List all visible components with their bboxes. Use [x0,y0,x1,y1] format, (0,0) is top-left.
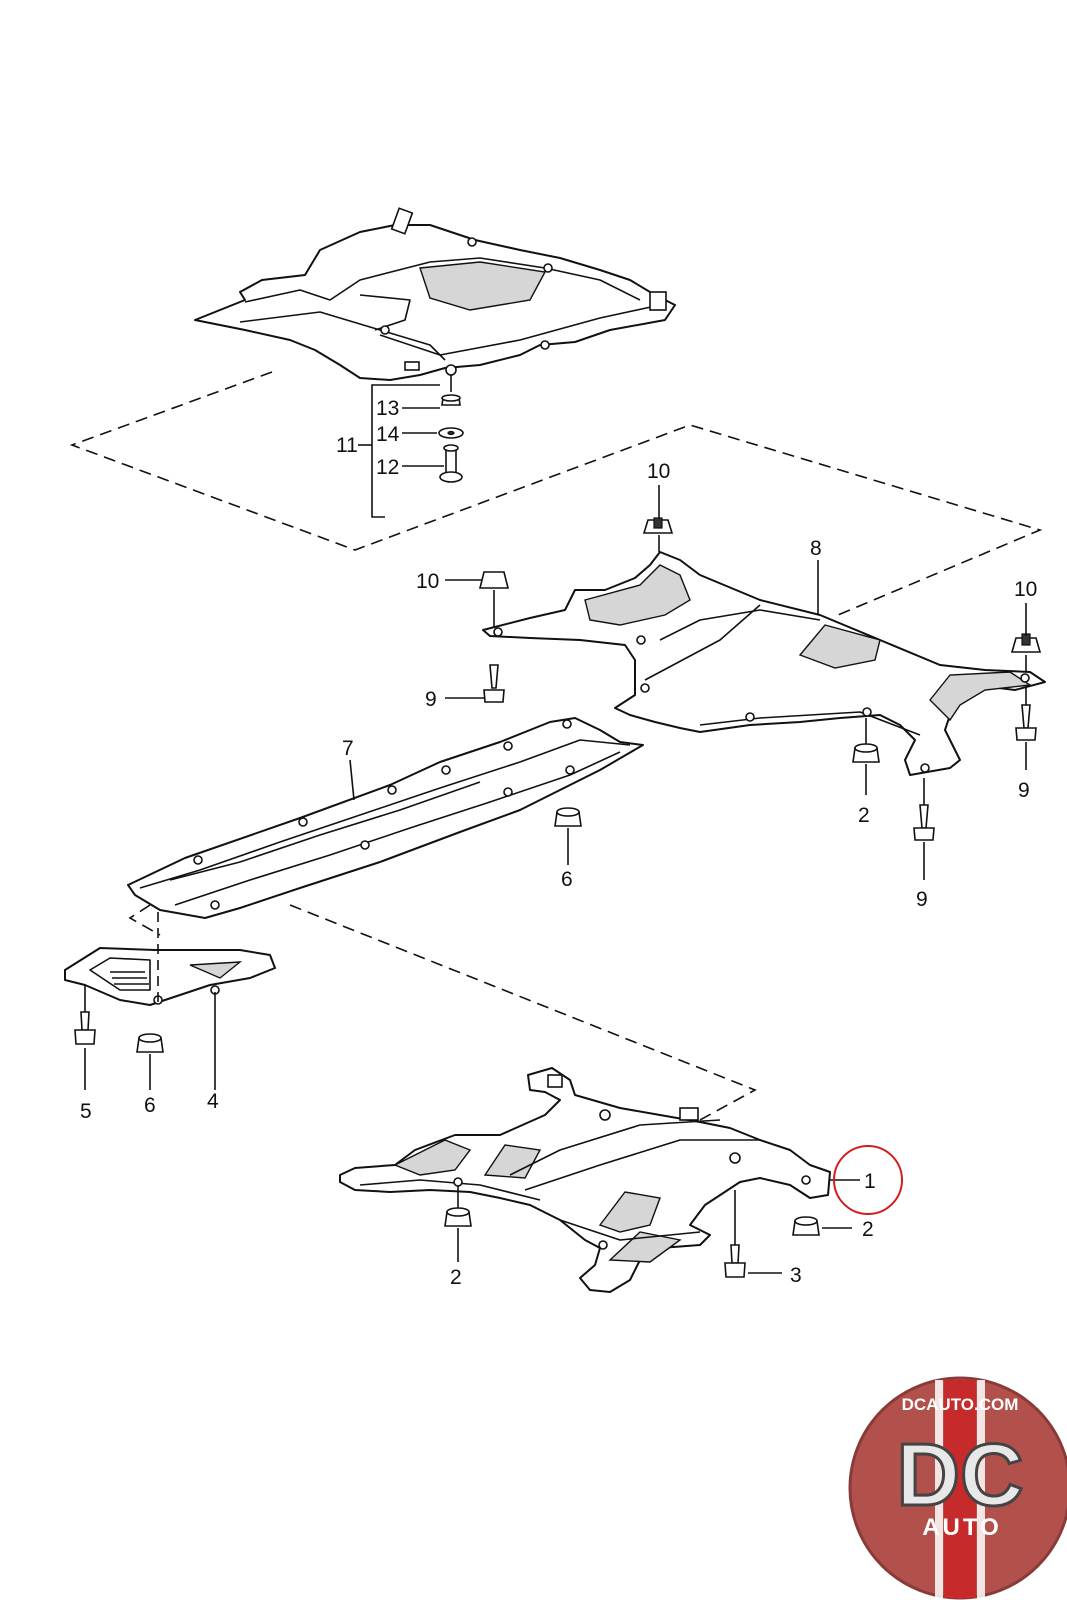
callout-10-left: 10 [416,570,439,593]
rear-underbody-panel [482,551,1046,776]
panel-11-hardware [438,364,464,483]
callout-4: 4 [207,1090,219,1113]
callout-5: 5 [80,1100,92,1123]
callout-6-upper: 6 [561,868,573,891]
callout-2-lower-right: 2 [862,1218,874,1241]
callout-6-lower: 6 [144,1094,156,1117]
highlight-circle [833,1145,903,1215]
callout-10-top: 10 [647,460,670,483]
callout-12: 12 [376,456,399,479]
small-front-panel [64,912,276,1012]
nut-6-upper [554,807,582,865]
panel-8-hardware [478,517,1042,841]
callout-14: 14 [376,423,400,446]
logo-site-text: DCAUTO.COM [902,1395,1019,1414]
lower-underbody-panel [339,1067,831,1293]
callout-1: 1 [864,1170,876,1193]
callout-13: 13 [376,397,399,420]
callout-2-rear: 2 [858,804,870,827]
panel-4-hardware [74,992,216,1090]
assembly-guide-lines [69,371,1043,1121]
callout-8: 8 [810,537,822,560]
logo-dc-mark: DC [896,1425,1023,1524]
callout-10-right: 10 [1014,578,1037,601]
callout-3: 3 [790,1264,802,1287]
callout-9-right: 9 [1018,779,1030,802]
callout-7: 7 [342,737,354,760]
callout-labels: 1 2 2 2 3 4 5 6 6 7 8 9 9 9 10 10 10 11 … [80,397,1037,1289]
callout-leaders [349,384,1027,1181]
center-tunnel-panel [127,717,644,919]
callout-2-lower-left: 2 [450,1266,462,1289]
callout-9-left: 9 [425,688,437,711]
upper-underbody-panel [194,207,676,381]
logo-auto-text: AUTO [922,1514,1002,1541]
callout-9-lower: 9 [916,888,928,911]
callout-11: 11 [336,434,358,457]
panel-1-hardware [444,1186,852,1278]
dcauto-logo: DCAUTO.COM DC AUTO [848,1376,1067,1600]
